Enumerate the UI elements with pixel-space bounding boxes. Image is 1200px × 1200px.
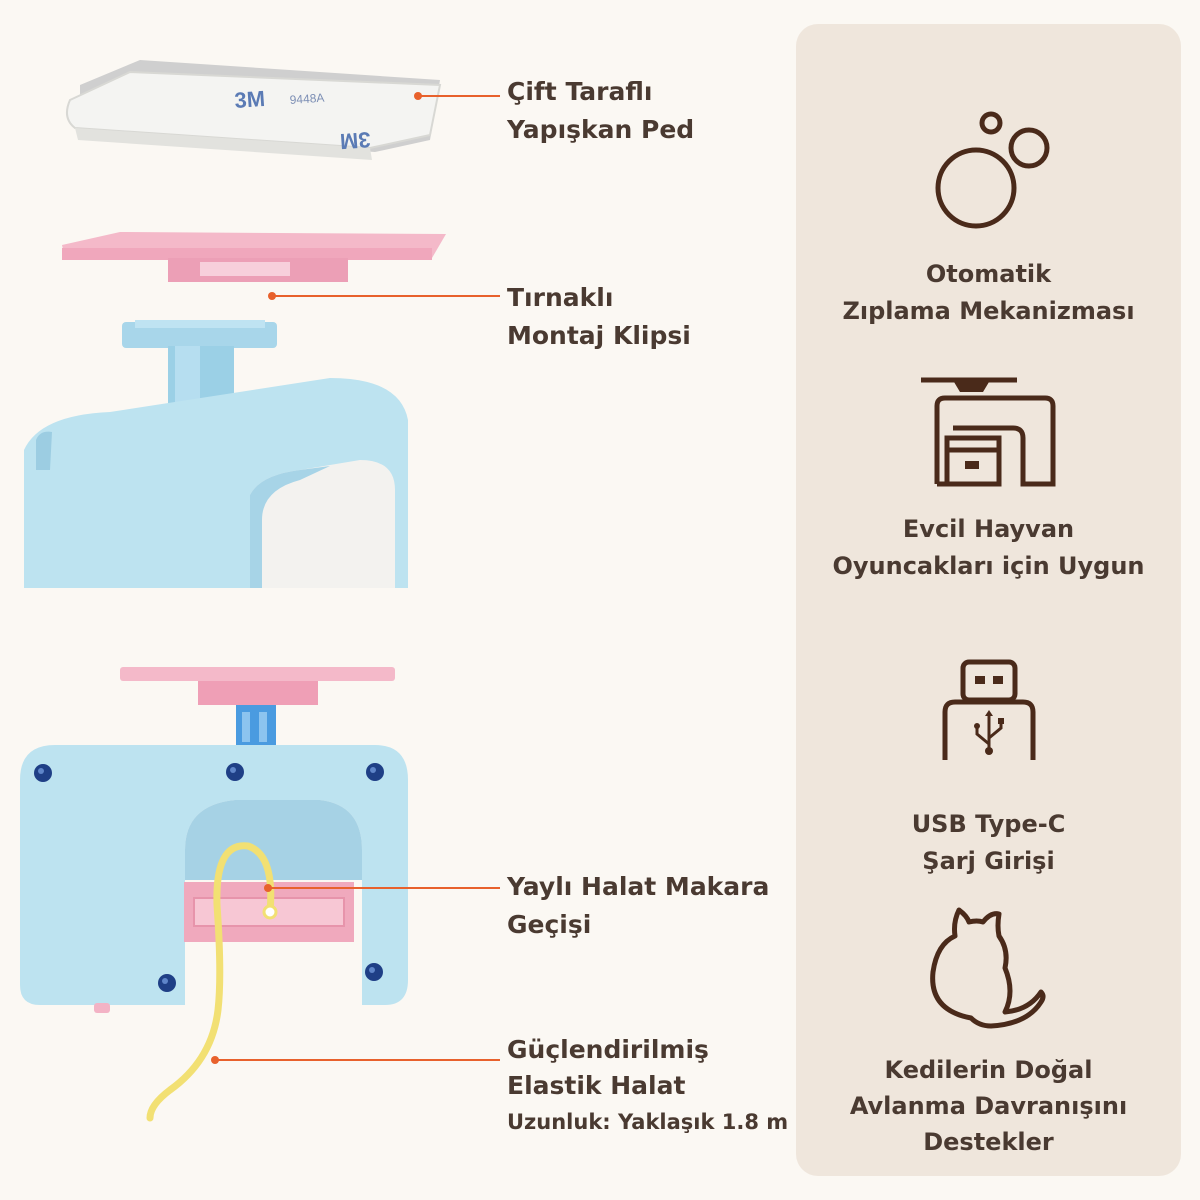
pad-brand-print-2: 3M <box>339 127 371 154</box>
pad-code-print: 9448A <box>289 91 325 107</box>
callout-rope-line1: Güçlendirilmiş <box>507 1035 709 1064</box>
pad-brand-print: 3M <box>234 86 266 113</box>
feature-hunting-label: Kedilerin Doğal Avlanma Davranışını Dest… <box>796 1052 1181 1160</box>
feature-pet-toys-line1: Evcil Hayvan <box>902 515 1075 543</box>
feature-auto-jump-line2: Zıplama Mekanizması <box>842 297 1135 325</box>
bubbles-icon <box>935 111 1049 229</box>
features-panel: Otomatik Zıplama Mekanizması Evcil Hayva… <box>796 24 1181 1176</box>
product-illustration: 3M 9448A 3M <box>20 60 500 1122</box>
feature-usb-line2: Şarj Girişi <box>922 847 1055 875</box>
callout-rope-length: Uzunluk: Yaklaşık 1.8 m <box>507 1110 789 1134</box>
device-top-image <box>24 320 408 588</box>
furniture-mount-icon <box>920 377 1055 487</box>
feature-pet-toys-label: Evcil Hayvan Oyuncakları için Uygun <box>796 511 1181 585</box>
feature-auto-jump: Otomatik Zıplama Mekanizması <box>796 110 1181 330</box>
callout-pad-line2: Yapışkan Ped <box>507 115 695 144</box>
mounting-clip-image <box>62 232 446 282</box>
feature-pet-toys-line2: Oyuncakları için Uygun <box>832 552 1145 580</box>
callout-rope-line2: Elastik Halat <box>507 1071 686 1100</box>
adhesive-pad-image: 3M 9448A 3M <box>65 60 442 160</box>
device-assembled-image <box>20 667 408 1122</box>
callout-clip-line1: Tırnaklı <box>507 283 614 312</box>
feature-auto-jump-line1: Otomatik <box>925 260 1052 288</box>
callout-mounting-clip: Tırnaklı Montaj Klipsi <box>507 279 691 355</box>
callout-adhesive-pad: Çift Taraflı Yapışkan Ped <box>507 73 694 149</box>
callout-pulley-line1: Yaylı Halat Makara <box>507 872 770 901</box>
callout-pad-line1: Çift Taraflı <box>507 77 653 106</box>
feature-hunting-behavior: Kedilerin Doğal Avlanma Davranışını Dest… <box>796 900 1181 1160</box>
callout-leader-lines <box>215 95 500 1061</box>
usb-icon <box>942 659 1035 760</box>
feature-usb-line1: USB Type-C <box>911 810 1066 838</box>
callout-rope-pulley: Yaylı Halat Makara Geçişi <box>507 868 769 944</box>
feature-hunting-line2: Avlanma Davranışını <box>849 1092 1128 1120</box>
feature-hunting-line1: Kedilerin Doğal <box>884 1056 1093 1084</box>
feature-usb-charging: USB Type-C Şarj Girişi <box>796 658 1181 880</box>
cat-icon <box>929 907 1045 1029</box>
feature-hunting-line3: Destekler <box>923 1128 1054 1156</box>
feature-usb-label: USB Type-C Şarj Girişi <box>796 806 1181 880</box>
feature-auto-jump-label: Otomatik Zıplama Mekanizması <box>796 256 1181 330</box>
callout-clip-line2: Montaj Klipsi <box>507 321 691 350</box>
feature-pet-toys: Evcil Hayvan Oyuncakları için Uygun <box>796 376 1181 585</box>
callout-pulley-line2: Geçişi <box>507 910 592 939</box>
callout-elastic-rope: Güçlendirilmiş Elastik Halat Uzunluk: Ya… <box>507 1032 788 1140</box>
